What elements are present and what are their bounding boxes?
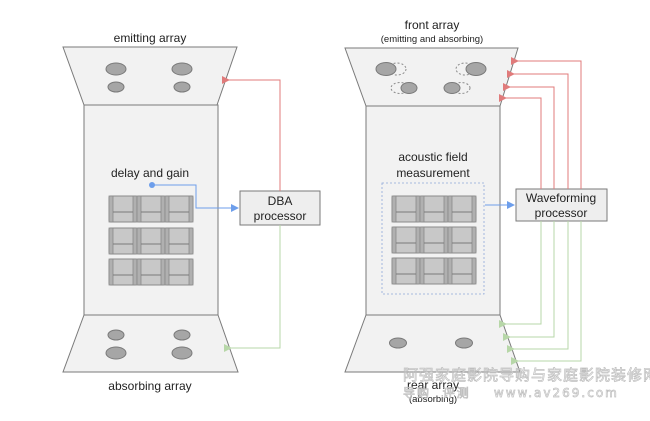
watermark-line2: 导购 评测 www.av269.com <box>403 385 619 400</box>
speaker-icon <box>173 81 191 93</box>
signal-line <box>152 184 239 212</box>
watermark-line1: 阿强家庭影院导购与家庭影院装修网 <box>403 366 650 384</box>
speaker-icon <box>389 337 407 349</box>
rear-array-panel <box>344 314 521 373</box>
absorber-outline-icon <box>451 82 471 94</box>
left-diagram: emitting array delay and gain <box>62 31 321 393</box>
dba-processor-line2: processor <box>254 209 307 223</box>
absorb-signal-line <box>511 221 582 365</box>
measurement-label-line2: measurement <box>396 166 470 180</box>
front-array-panel <box>344 47 519 107</box>
delay-gain-label: delay and gain <box>111 166 189 180</box>
speaker-icon <box>105 62 127 76</box>
measurement-label-line1: acoustic field <box>398 150 467 164</box>
seat-icon <box>419 257 449 285</box>
speaker-icon <box>171 346 193 360</box>
seat-icon <box>419 195 449 223</box>
seat-icon <box>164 195 194 223</box>
rear-array-sublabel: (absorbing) <box>409 394 457 405</box>
speaker-icon <box>443 82 461 94</box>
seat-icon <box>419 226 449 254</box>
absorb-signal-line <box>503 221 555 341</box>
emit-signal-line <box>222 76 281 191</box>
waveforming-processor-box <box>515 188 608 222</box>
absorb-signal-line <box>499 221 542 328</box>
waveforming-processor-line1: Waveforming <box>526 191 596 205</box>
speaker-icon <box>173 329 191 341</box>
absorbing-array-label: absorbing array <box>108 379 191 393</box>
absorber-outline-icon <box>387 62 407 76</box>
seat-icon <box>108 195 138 223</box>
seat-icon <box>164 258 194 286</box>
seat-icon <box>108 227 138 255</box>
speaker-icon <box>107 329 125 341</box>
seat-icon <box>391 195 421 223</box>
speaker-icon <box>375 62 397 76</box>
emit-signal-line <box>499 94 542 189</box>
measurement-zone <box>381 182 485 295</box>
seating-block-left <box>108 195 194 286</box>
seat-icon <box>447 195 477 223</box>
speaker-icon <box>400 82 418 94</box>
speaker-icon <box>105 346 127 360</box>
absorb-signal-line <box>507 221 569 353</box>
seat-icon <box>391 226 421 254</box>
speaker-icon <box>465 62 487 76</box>
speaker-icon <box>455 337 473 349</box>
seating-block-right <box>391 195 477 285</box>
watermark: 阿强家庭影院导购与家庭影院装修网 导购 评测 www.av269.com <box>403 366 650 401</box>
front-array-sublabel: (emitting and absorbing) <box>381 34 483 45</box>
rear-array-label: rear array <box>407 378 459 392</box>
seat-icon <box>136 195 166 223</box>
absorbing-array-panel <box>62 314 239 373</box>
seat-icon <box>136 258 166 286</box>
right-diagram: front array (emitting and absorbing) aco… <box>344 18 608 405</box>
emit-signal-line <box>511 57 582 189</box>
seat-icon <box>391 257 421 285</box>
front-array-label: front array <box>405 18 460 32</box>
seat-icon <box>447 226 477 254</box>
emit-signal-line <box>503 83 555 189</box>
waveforming-processor-line2: processor <box>535 206 588 220</box>
seat-icon <box>164 227 194 255</box>
speaker-icon <box>107 81 125 93</box>
emitting-array-panel <box>62 46 238 106</box>
seat-icon <box>136 227 166 255</box>
emit-signal-line <box>507 70 569 189</box>
seat-icon <box>447 257 477 285</box>
dba-processor-line1: DBA <box>268 194 293 208</box>
speaker-icon <box>171 62 193 76</box>
emitting-array-label: emitting array <box>114 31 187 45</box>
seat-icon <box>108 258 138 286</box>
absorb-signal-line <box>224 225 281 352</box>
